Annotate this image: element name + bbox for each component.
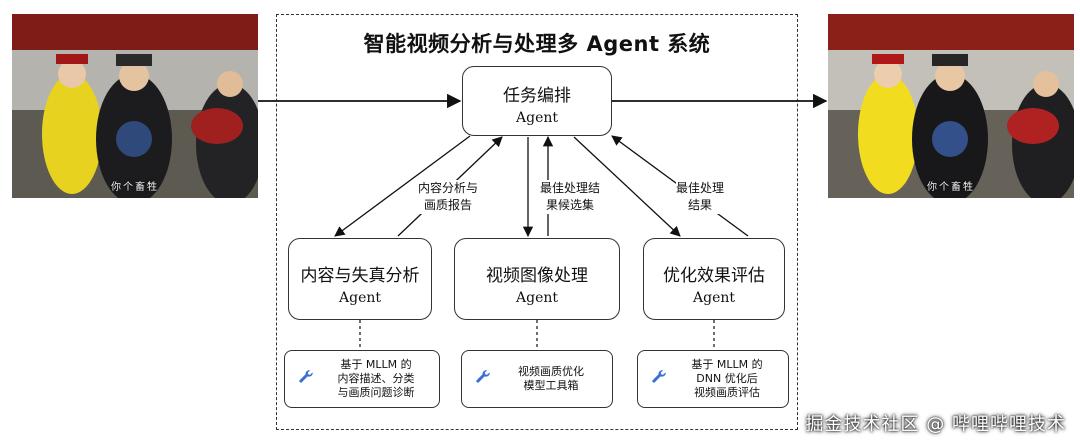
processing-tool-line-2: 模型工具箱 (523, 379, 579, 392)
orchestrator-agent-title: 任务编排 (503, 86, 571, 106)
analysis-tool-line-2: 内容描述、分类 (337, 372, 415, 385)
evaluation-agent-title: 优化效果评估 (663, 266, 765, 286)
wrench-icon (474, 368, 496, 390)
evaluation-agent-subtitle: Agent (693, 290, 735, 306)
edge-label-best-candidates: 最佳处理结 果候选集 (540, 180, 601, 214)
input-video-frame: 你个畜牲 (12, 14, 258, 198)
analysis-tool-line-1: 基于 MLLM 的 (340, 358, 412, 371)
system-boundary (276, 14, 798, 430)
input-scene-illustration (12, 14, 258, 198)
analysis-agent-node: 内容与失真分析 Agent (288, 238, 432, 320)
edge-label-best-result: 最佳处理 结果 (676, 180, 725, 214)
wrench-icon (297, 368, 319, 390)
analysis-agent-subtitle: Agent (339, 290, 381, 306)
watermark: 掘金技术社区 @ 哔哩哔哩技术 (805, 414, 1066, 435)
analysis-tool-box: 基于 MLLM 的 内容描述、分类 与画质问题诊断 (284, 350, 440, 408)
evaluation-agent-node: 优化效果评估 Agent (643, 238, 785, 320)
orchestrator-agent-subtitle: Agent (516, 110, 558, 126)
evaluation-tool-box: 基于 MLLM 的 DNN 优化后 视频画质评估 (637, 350, 789, 408)
input-subtitle: 你个畜牲 (111, 182, 159, 193)
evaluation-tool-line-2: DNN 优化后 (696, 372, 758, 385)
orchestrator-agent-node: 任务编排 Agent (462, 66, 612, 136)
processing-agent-node: 视频图像处理 Agent (454, 238, 620, 320)
processing-agent-title: 视频图像处理 (486, 266, 588, 286)
evaluation-tool-line-1: 基于 MLLM 的 (691, 358, 763, 371)
diagram-title: 智能视频分析与处理多 Agent 系统 (363, 32, 711, 56)
processing-agent-subtitle: Agent (516, 290, 558, 306)
output-subtitle: 你个畜牲 (927, 182, 975, 193)
processing-tool-line-1: 视频画质优化 (518, 365, 584, 378)
arrow-orchestrator-to-analysis (334, 135, 471, 237)
processing-tool-box: 视频画质优化 模型工具箱 (461, 350, 613, 408)
evaluation-tool-line-3: 视频画质评估 (694, 386, 760, 399)
analysis-tool-line-3: 与画质问题诊断 (337, 386, 415, 399)
output-scene-illustration (828, 14, 1074, 198)
arrow-orchestrator-to-evaluation (573, 136, 681, 237)
analysis-agent-title: 内容与失真分析 (300, 266, 420, 286)
wrench-icon (650, 368, 672, 390)
output-video-frame: 你个畜牲 (828, 14, 1074, 198)
edge-label-analysis-report: 内容分析与 画质报告 (418, 180, 479, 214)
